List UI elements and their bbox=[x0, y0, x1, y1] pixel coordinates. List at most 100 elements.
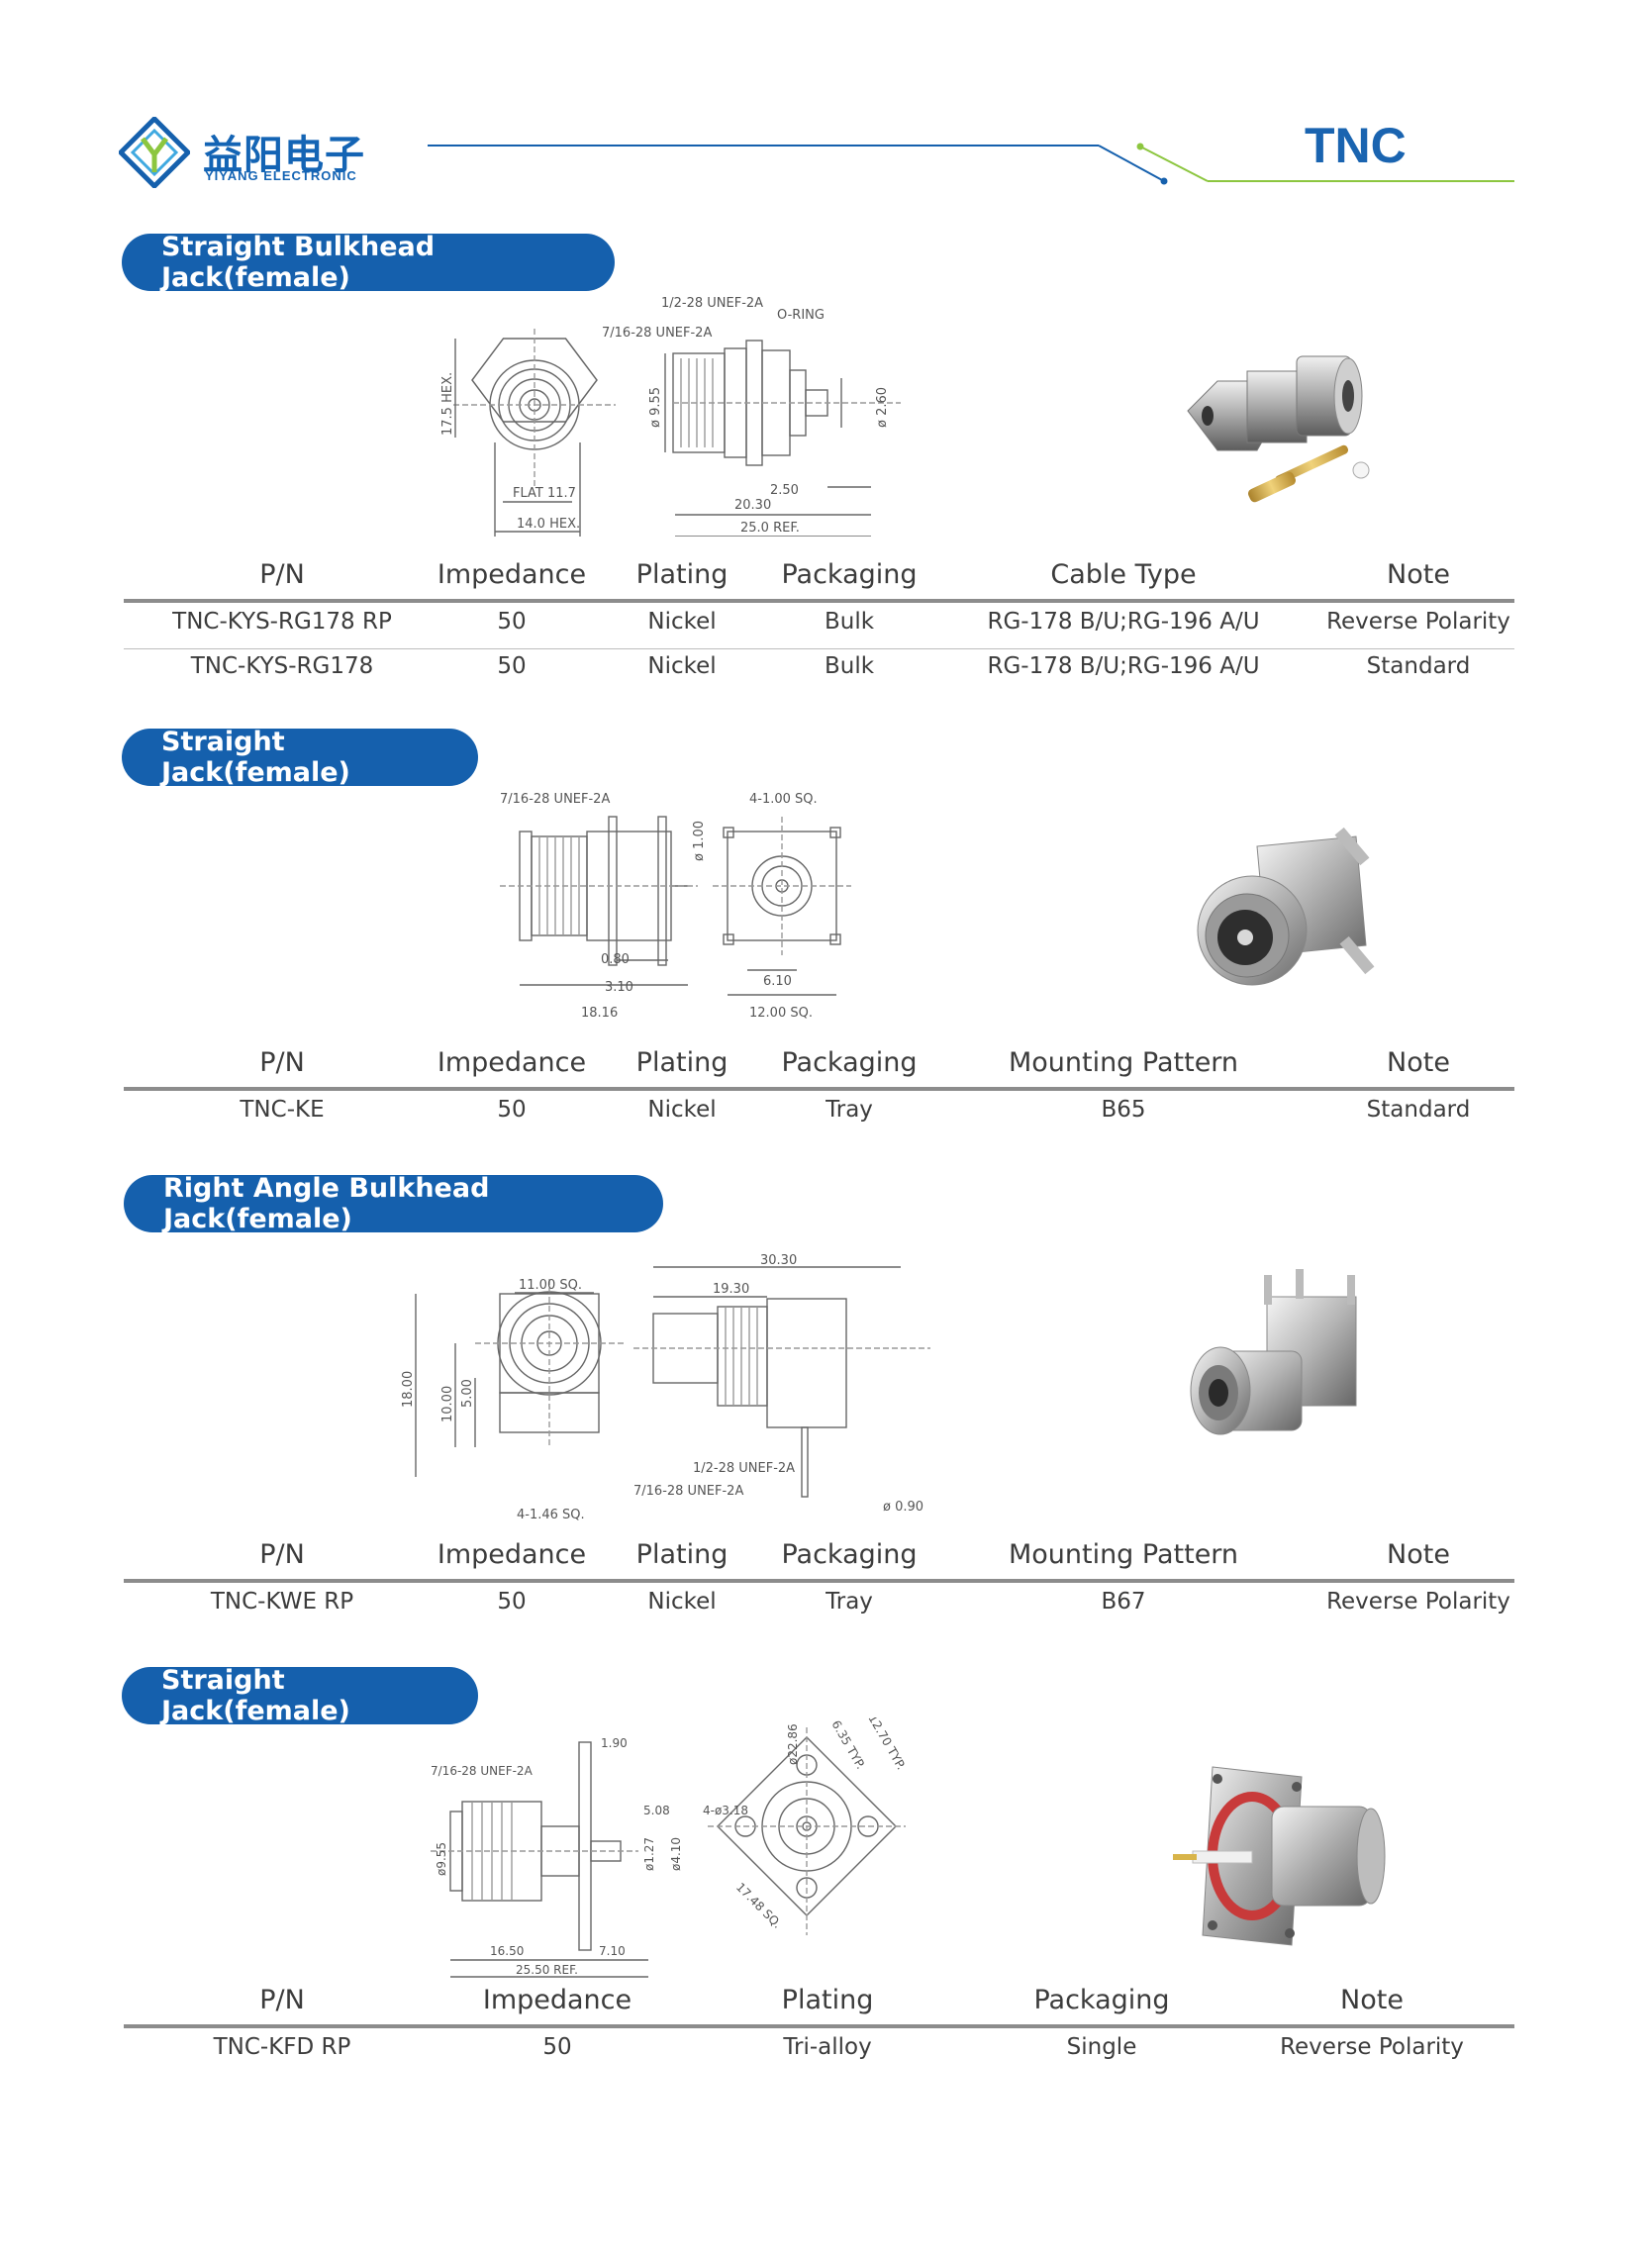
cell-note: Standard bbox=[1366, 1097, 1471, 1123]
cell-note: Reverse Polarity bbox=[1326, 1589, 1510, 1615]
cell-cable-type: RG-178 B/U;RG-196 A/U bbox=[987, 653, 1260, 679]
column-header: Packaging bbox=[1033, 1985, 1170, 2015]
table-rule bbox=[124, 1579, 1514, 1583]
drawing-label: 1/2-28 UNEF-2A bbox=[661, 296, 763, 311]
drawing-label: 6.35 TYP. bbox=[828, 1718, 867, 1772]
cell-note: Standard bbox=[1366, 653, 1471, 679]
column-header: Impedance bbox=[482, 1985, 632, 2015]
cell-impedance: 50 bbox=[497, 1589, 527, 1615]
table-rule bbox=[124, 2024, 1514, 2028]
column-header: Packaging bbox=[781, 1539, 918, 1570]
drawing-label: 7/16-28 UNEF-2A bbox=[500, 792, 610, 807]
cell-pn: TNC-KYS-RG178 bbox=[190, 653, 374, 679]
table-row: TNC-KWE RP 50 Nickel Tray B67 Reverse Po… bbox=[124, 1589, 1514, 1626]
drawing-label: 18.00 bbox=[401, 1371, 416, 1408]
drawing-label: 4-1.46 SQ. bbox=[517, 1508, 585, 1522]
company-name-en: YIYANG ELECTRONIC bbox=[205, 168, 357, 183]
product-photo-right-angle-jack bbox=[1190, 1269, 1357, 1435]
drawing-label: 17.48 SQ. bbox=[733, 1880, 785, 1931]
drawing-label: ø22.86 bbox=[786, 1723, 800, 1765]
table-row: TNC-KE 50 Nickel Tray B65 Standard bbox=[124, 1097, 1514, 1134]
table-rule bbox=[124, 1087, 1514, 1091]
drawing-label: 11.00 SQ. bbox=[519, 1278, 582, 1293]
drawing-label: O-RING bbox=[777, 308, 825, 323]
header-divider-line bbox=[428, 143, 1514, 185]
cell-packaging: Tray bbox=[826, 1097, 873, 1123]
cell-packaging: Bulk bbox=[824, 653, 875, 679]
cell-plating: Tri-alloy bbox=[783, 2034, 872, 2060]
drawing-label: 5.00 bbox=[460, 1379, 475, 1408]
cell-plating: Nickel bbox=[647, 653, 717, 679]
drawing-label: 3.10 bbox=[605, 980, 633, 995]
column-header: Plating bbox=[635, 1047, 729, 1078]
drawing-label: ø1.27 bbox=[642, 1837, 656, 1871]
drawing-right-angle-jack: 30.30 11.00 SQ. 19.30 18.00 10.00 5.00 1… bbox=[401, 1253, 930, 1522]
column-header: Packaging bbox=[781, 1047, 918, 1078]
table-header: P/N Impedance Plating Packaging Mounting… bbox=[124, 1047, 1514, 1085]
cell-packaging: Tray bbox=[826, 1589, 873, 1615]
drawing-label: ø 0.90 bbox=[883, 1500, 923, 1515]
drawing-label: 7/16-28 UNEF-2A bbox=[602, 326, 712, 341]
cell-note: Reverse Polarity bbox=[1326, 609, 1510, 635]
cell-packaging: Single bbox=[1066, 2034, 1137, 2060]
company-name-zh: 益阳电子 bbox=[203, 133, 365, 178]
drawing-label: 0.80 bbox=[601, 952, 630, 967]
cell-impedance: 50 bbox=[542, 2034, 572, 2060]
column-header: Mounting Pattern bbox=[1008, 1539, 1239, 1570]
cell-mounting-pattern: B65 bbox=[1101, 1097, 1146, 1123]
cell-note: Reverse Polarity bbox=[1280, 2034, 1464, 2060]
drawing-label: 5.08 bbox=[643, 1804, 670, 1817]
column-header: Plating bbox=[635, 1539, 729, 1570]
column-header: Note bbox=[1387, 1047, 1450, 1078]
column-header: Impedance bbox=[437, 1047, 587, 1078]
drawing-label: 4-1.00 SQ. bbox=[749, 792, 818, 807]
cell-impedance: 50 bbox=[497, 609, 527, 635]
column-header: Note bbox=[1340, 1985, 1404, 2015]
column-header: P/N bbox=[259, 1047, 305, 1078]
cell-pn: TNC-KWE RP bbox=[210, 1589, 354, 1615]
drawing-label: ø9.55 bbox=[435, 1842, 448, 1876]
drawing-label: 17.5 HEX. bbox=[440, 372, 455, 436]
column-header: P/N bbox=[259, 1539, 305, 1570]
drawing-label: 1.90 bbox=[601, 1736, 628, 1750]
drawing-label: 12.00 SQ. bbox=[749, 1006, 813, 1021]
drawing-label: 18.16 bbox=[581, 1006, 618, 1021]
spec-table-flange-jack: P/N Impedance Plating Packaging Note TNC… bbox=[124, 1985, 1514, 2072]
drawing-label: 1/2-28 UNEF-2A bbox=[693, 1461, 795, 1476]
table-header: P/N Impedance Plating Packaging Mounting… bbox=[124, 1539, 1514, 1577]
drawing-label: 2.50 bbox=[770, 483, 799, 498]
column-header: Packaging bbox=[781, 559, 918, 590]
product-photo-straight-jack bbox=[1197, 827, 1375, 986]
column-header: Impedance bbox=[437, 1539, 587, 1570]
drawing-label: 20.30 bbox=[734, 498, 771, 513]
drawing-label: 7/16-28 UNEF-2A bbox=[431, 1764, 534, 1778]
section-title-right-angle-jack: Right Angle Bulkhead Jack(female) bbox=[124, 1173, 663, 1234]
column-header: Plating bbox=[781, 1985, 874, 2015]
header: 益阳电子 YIYANG ELECTRONIC TNC bbox=[0, 0, 1652, 198]
section-title-straight-jack: Straight Jack(female) bbox=[122, 727, 478, 788]
column-header: Mounting Pattern bbox=[1008, 1047, 1239, 1078]
cell-impedance: 50 bbox=[497, 653, 527, 679]
page-title: TNC bbox=[1305, 118, 1407, 173]
column-header: P/N bbox=[259, 1985, 305, 2015]
cell-plating: Nickel bbox=[647, 1097, 717, 1123]
cell-pn: TNC-KYS-RG178 RP bbox=[172, 609, 392, 635]
column-header: P/N bbox=[259, 559, 305, 590]
product-photo-flange-jack bbox=[1173, 1766, 1386, 1946]
company-logo-icon bbox=[119, 117, 190, 188]
cell-pn: TNC-KFD RP bbox=[213, 2034, 351, 2060]
table-row: TNC-KYS-RG178 50 Nickel Bulk RG-178 B/U;… bbox=[124, 653, 1514, 691]
table-rule bbox=[124, 599, 1514, 603]
cell-pn: TNC-KE bbox=[240, 1097, 325, 1123]
table-header: P/N Impedance Plating Packaging Note bbox=[124, 1985, 1514, 2022]
drawing-flange-jack: 1.90 7/16-28 UNEF-2A 5.08 ø9.55 ø1.27 ø4… bbox=[431, 1717, 909, 1978]
cell-cable-type: RG-178 B/U;RG-196 A/U bbox=[987, 609, 1260, 635]
cell-mounting-pattern: B67 bbox=[1101, 1589, 1146, 1615]
drawing-label: 7/16-28 UNEF-2A bbox=[633, 1484, 743, 1499]
section-title-bulkhead-jack: Straight Bulkhead Jack(female) bbox=[122, 232, 615, 293]
product-photo-bulkhead-jack bbox=[1187, 355, 1370, 503]
table-rule bbox=[124, 648, 1514, 649]
drawing-label: 4-ø3.18 bbox=[703, 1804, 748, 1817]
column-header: Impedance bbox=[437, 559, 587, 590]
drawing-label: 25.50 REF. bbox=[516, 1963, 578, 1977]
